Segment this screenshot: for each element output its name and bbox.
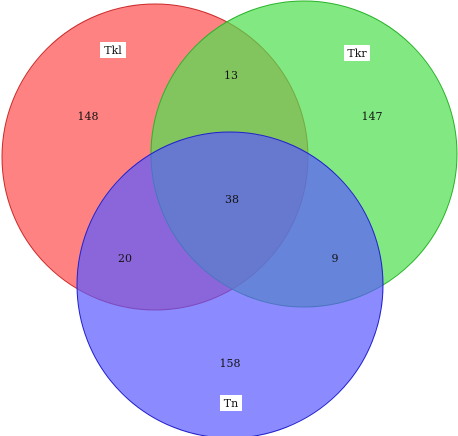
- svg-text:Tn: Tn: [224, 397, 238, 410]
- count-all: 38: [225, 193, 239, 206]
- count-tn-only: 158: [220, 357, 241, 370]
- set-circle-tn: [76, 131, 384, 436]
- set-label-tn: Tn: [220, 395, 242, 411]
- count-tkr-tn: 9: [332, 252, 339, 265]
- count-tkl-tn: 20: [118, 252, 132, 265]
- set-label-tkl: Tkl: [100, 42, 126, 58]
- set-label-tkr: Tkr: [344, 45, 370, 61]
- count-tkr-only: 147: [362, 110, 383, 123]
- svg-text:Tkr: Tkr: [347, 47, 367, 60]
- count-tkl-only: 148: [78, 110, 99, 123]
- svg-text:Tkl: Tkl: [104, 44, 122, 57]
- count-tkl-tkr: 13: [224, 69, 238, 82]
